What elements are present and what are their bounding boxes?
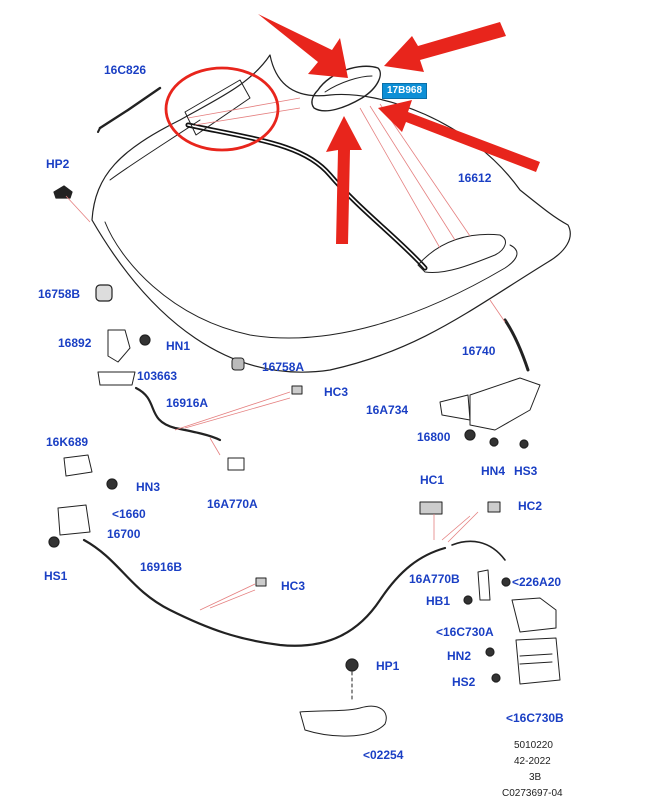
label-226a20: <226A20 xyxy=(512,575,562,589)
label-16a734: 16A734 xyxy=(366,403,409,417)
hood-latch-striker xyxy=(417,233,506,274)
label-16612: 16612 xyxy=(458,171,492,185)
label-16k689: 16K689 xyxy=(46,435,89,449)
footer-code-3: 3B xyxy=(529,772,542,783)
label-16800: 16800 xyxy=(417,430,451,444)
label-hc1: HC1 xyxy=(420,473,445,487)
badge-17b968 xyxy=(311,65,381,112)
label-16916b: 16916B xyxy=(140,560,183,574)
label-hn4: HN4 xyxy=(481,464,506,478)
red-arrows xyxy=(258,14,540,244)
label-16a770a: 16A770A xyxy=(207,497,258,511)
label-hn1: HN1 xyxy=(166,339,191,353)
highlight-ellipse xyxy=(164,66,280,152)
label-16758a: 16758A xyxy=(262,360,305,374)
label-16740: 16740 xyxy=(462,344,496,358)
bracket-16c730b xyxy=(515,637,561,685)
label-16892: 16892 xyxy=(58,336,92,350)
hood-seal xyxy=(185,122,428,271)
footer-code-4: C0273697-04 xyxy=(502,788,563,799)
label-16758b: 16758B xyxy=(38,287,81,301)
label-103663: 103663 xyxy=(137,369,178,383)
label-hs3: HS3 xyxy=(514,464,538,478)
label-16a770b: 16A770B xyxy=(409,572,460,586)
footer-code-1: 5010220 xyxy=(514,740,553,751)
bumper-hp2 xyxy=(53,185,73,199)
cable-16916a xyxy=(134,386,222,442)
bumper-16758b xyxy=(95,284,113,302)
label-16c730b: <16C730B xyxy=(506,711,564,725)
label-hp1: HP1 xyxy=(376,659,400,673)
label-17b968: 17B968 xyxy=(382,83,428,99)
label-hc3-lower: HC3 xyxy=(281,579,306,593)
label-hc3-upper: HC3 xyxy=(324,385,349,399)
label-hp2: HP2 xyxy=(46,157,70,171)
label-hs2: HS2 xyxy=(452,675,476,689)
arrow-right xyxy=(378,100,540,172)
label-hb1: HB1 xyxy=(426,594,451,608)
bracket-16892 xyxy=(107,329,131,363)
latch-16700 xyxy=(57,504,91,536)
label-hc2: HC2 xyxy=(518,499,543,513)
seal-strip-16740 xyxy=(503,318,530,372)
arrow-up xyxy=(326,116,362,244)
arrow-upper-right xyxy=(384,22,506,72)
label-hn2: HN2 xyxy=(447,649,472,663)
arrow-upper-left xyxy=(258,14,348,78)
cable-16916b xyxy=(82,538,447,647)
label-16700: 16700 xyxy=(107,527,141,541)
label-1660: <1660 xyxy=(112,507,146,521)
hood-bracket-left xyxy=(184,79,251,136)
gas-strut xyxy=(98,86,162,130)
footer-code-2: 42-2022 xyxy=(514,756,551,767)
hood-inner-line xyxy=(104,221,518,339)
label-16916a: 16916A xyxy=(166,396,209,410)
label-02254: <02254 xyxy=(363,748,404,762)
bracket-103663 xyxy=(97,371,136,386)
latch-16k689 xyxy=(63,454,93,477)
trim-02254 xyxy=(299,705,387,737)
label-16c730a: <16C730A xyxy=(436,625,494,639)
hinge-16800 xyxy=(469,377,541,431)
label-hn3: HN3 xyxy=(136,480,161,494)
label-16c826: 16C826 xyxy=(104,63,147,77)
bracket-16c730a xyxy=(511,597,557,633)
hood-panel xyxy=(91,54,571,373)
label-hs1: HS1 xyxy=(44,569,68,583)
